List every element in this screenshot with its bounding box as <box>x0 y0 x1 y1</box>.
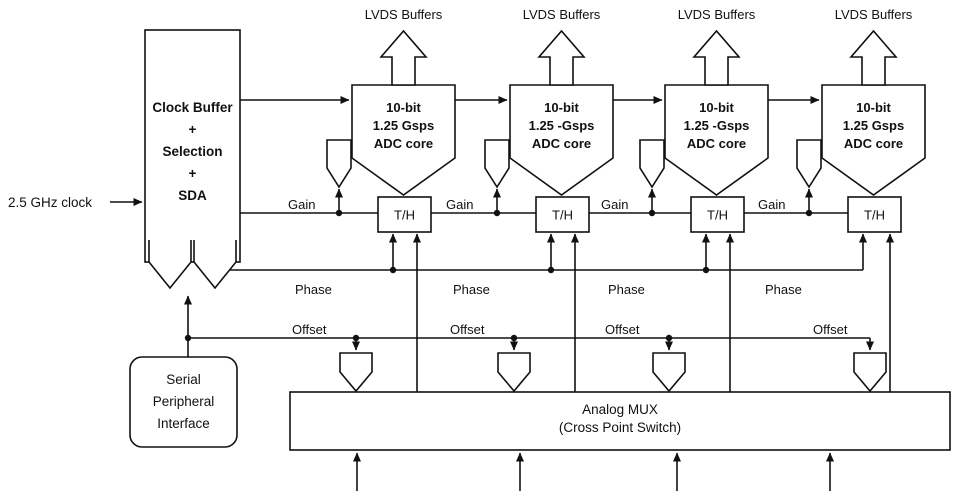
analog-mux-subtitle: (Cross Point Switch) <box>559 420 681 435</box>
phase-label-ch2: Phase <box>453 282 490 297</box>
adc-core-ch2 <box>509 84 614 196</box>
spi-label-line1: Serial <box>166 372 201 387</box>
phase-label-ch3: Phase <box>608 282 645 297</box>
clock-buffer-plus-1: + <box>189 122 197 137</box>
adc-core-line2-ch3: 1.25 -Gsps <box>684 118 750 133</box>
offset-label-ch3: Offset <box>605 322 640 337</box>
junction-dot <box>702 266 710 274</box>
th-box-ch4 <box>847 196 902 233</box>
th-box-ch2 <box>535 196 590 233</box>
lvds-arrow-ch3 <box>692 29 741 86</box>
adc-core-line1-ch2: 10-bit <box>544 100 579 115</box>
clock-input-label: 2.5 GHz clock <box>8 195 92 210</box>
offset-dac-ch3 <box>652 352 686 393</box>
adc-core-line1-ch1: 10-bit <box>386 100 421 115</box>
junction-dot <box>665 334 673 342</box>
junction-dot <box>352 334 360 342</box>
lvds-buffers-label-ch3: LVDS Buffers <box>678 7 756 22</box>
lvds-buffers-label-ch1: LVDS Buffers <box>365 7 443 22</box>
adc-core-ch3 <box>664 84 769 196</box>
adc-core-line2-ch4: 1.25 Gsps <box>843 118 904 133</box>
adc-core-line2-ch2: 1.25 -Gsps <box>529 118 595 133</box>
gain-dac-ch3 <box>639 139 665 189</box>
gain-label-ch1: Gain <box>288 197 315 212</box>
offset-dac-ch4 <box>853 352 887 393</box>
junction-dots <box>184 209 813 342</box>
adc-core-ch1 <box>351 84 456 196</box>
adc-core-line1-ch4: 10-bit <box>856 100 891 115</box>
phase-label-ch4: Phase <box>765 282 802 297</box>
junction-dot <box>547 266 555 274</box>
clock-buffer-box <box>144 29 241 263</box>
junction-dot <box>493 209 501 217</box>
gain-label-ch3: Gain <box>601 197 628 212</box>
phase-label-ch1: Phase <box>295 282 332 297</box>
th-label-ch4: T/H <box>864 208 885 223</box>
clock-buffer-sda: SDA <box>178 188 207 203</box>
adc-core-line3-ch2: ADC core <box>532 136 591 151</box>
offset-dac-ch1 <box>339 352 373 393</box>
th-label-ch2: T/H <box>552 208 573 223</box>
clock-output-chevron-1 <box>148 240 192 290</box>
junction-dot <box>510 334 518 342</box>
th-label-ch1: T/H <box>394 208 415 223</box>
clock-buffer-selection: Selection <box>162 144 222 159</box>
adc-core-line3-ch4: ADC core <box>844 136 903 151</box>
offset-dac-ch2 <box>497 352 531 393</box>
offset-label-ch1: Offset <box>292 322 327 337</box>
offset-label-ch2: Offset <box>450 322 485 337</box>
analog-mux-title: Analog MUX <box>582 402 658 417</box>
clock-output-chevron-2 <box>193 240 237 290</box>
junction-dot <box>648 209 656 217</box>
junction-dot <box>389 266 397 274</box>
th-label-ch3: T/H <box>707 208 728 223</box>
th-box-ch1 <box>377 196 432 233</box>
blocks <box>129 29 951 451</box>
analog-mux-box <box>289 391 951 451</box>
gain-dac-ch1 <box>326 139 352 189</box>
labels: 2.5 GHz clock Clock Buffer + Selection +… <box>8 7 913 435</box>
spi-label-line3: Interface <box>157 416 210 431</box>
adc-core-line3-ch1: ADC core <box>374 136 433 151</box>
gain-label-ch4: Gain <box>758 197 785 212</box>
adc-core-line1-ch3: 10-bit <box>699 100 734 115</box>
offset-label-ch4: Offset <box>813 322 848 337</box>
adc-core-line3-ch3: ADC core <box>687 136 746 151</box>
gain-dac-ch4 <box>796 139 822 189</box>
spi-label-line2: Peripheral <box>153 394 215 409</box>
adc-core-ch4 <box>821 84 926 196</box>
junction-dot <box>805 209 813 217</box>
adc-core-line2-ch1: 1.25 Gsps <box>373 118 434 133</box>
lvds-buffers-label-ch4: LVDS Buffers <box>835 7 913 22</box>
junction-dot <box>335 209 343 217</box>
gain-label-ch2: Gain <box>446 197 473 212</box>
lvds-arrow-ch2 <box>537 29 586 86</box>
lvds-arrow-ch1 <box>379 29 428 86</box>
clock-buffer-plus-2: + <box>189 166 197 181</box>
gain-dac-ch2 <box>484 139 510 189</box>
junction-dot <box>184 334 192 342</box>
lvds-arrow-ch4 <box>849 29 898 86</box>
th-box-ch3 <box>690 196 745 233</box>
lvds-buffers-label-ch2: LVDS Buffers <box>523 7 601 22</box>
clock-buffer-title: Clock Buffer <box>152 100 233 115</box>
spi-box <box>129 356 238 448</box>
